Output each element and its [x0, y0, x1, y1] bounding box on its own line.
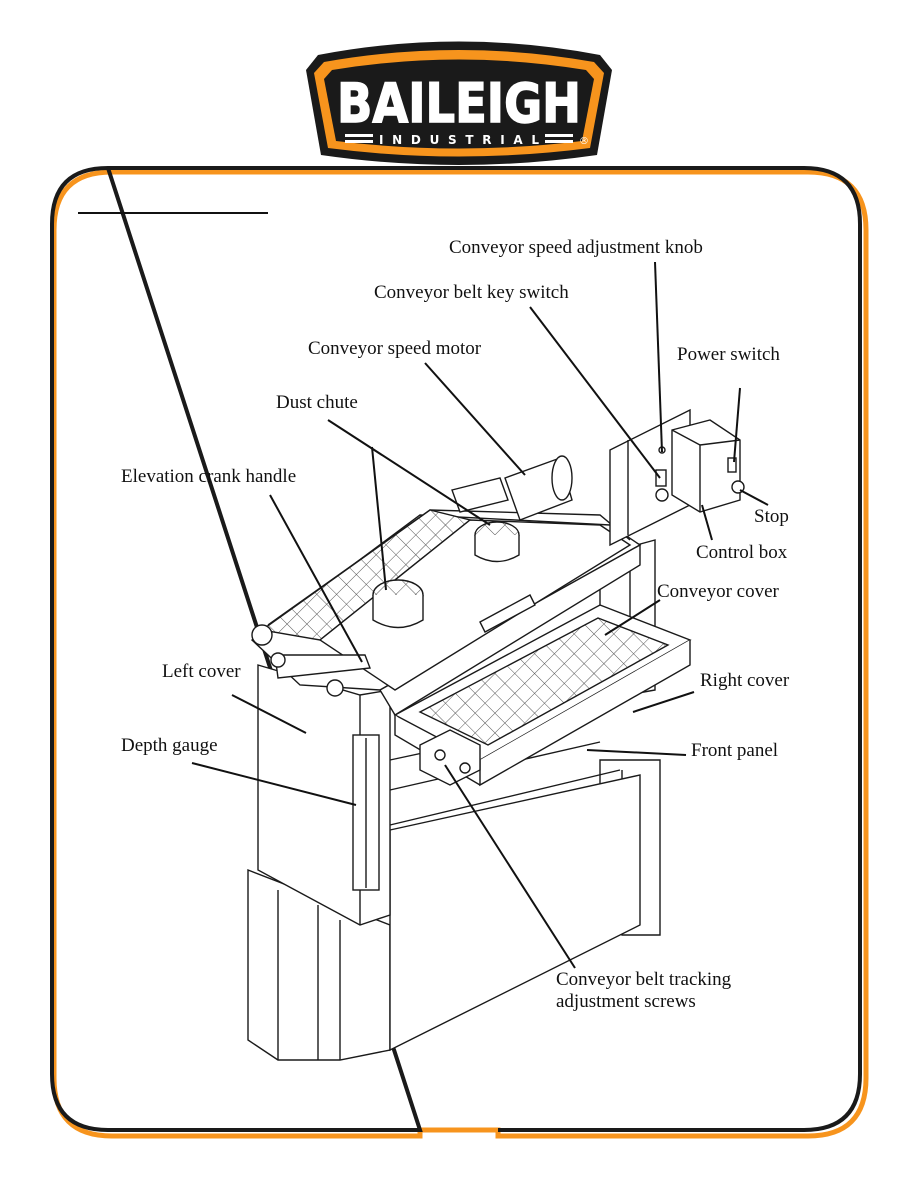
- label-left-cover: Left cover: [162, 661, 241, 682]
- label-elevation-crank: Elevation crank handle: [121, 466, 297, 487]
- label-dust-chute: Dust chute: [276, 392, 358, 413]
- label-power-switch: Power switch: [677, 344, 780, 365]
- label-right-cover: Right cover: [700, 670, 790, 691]
- logo-brand-text: BAILEIGH: [337, 72, 581, 135]
- label-tracking-line-1: Conveyor belt tracking: [556, 969, 732, 990]
- label-depth-gauge: Depth gauge: [121, 735, 218, 756]
- label-key-switch: Conveyor belt key switch: [374, 282, 569, 303]
- section-heading: [78, 190, 268, 214]
- label-conveyor-cover: Conveyor cover: [657, 581, 779, 602]
- label-tracking-line-2: adjustment screws: [556, 991, 696, 1012]
- label-stop: Stop: [754, 506, 789, 527]
- label-speed-adjustment-knob: Conveyor speed adjustment knob: [449, 237, 703, 258]
- logo-registered: ®: [579, 136, 589, 147]
- label-control-box: Control box: [696, 542, 788, 563]
- baileigh-logo: BAILEIGH INDUSTRIAL ®: [306, 41, 612, 165]
- label-speed-motor: Conveyor speed motor: [308, 338, 482, 359]
- label-front-panel: Front panel: [691, 740, 779, 761]
